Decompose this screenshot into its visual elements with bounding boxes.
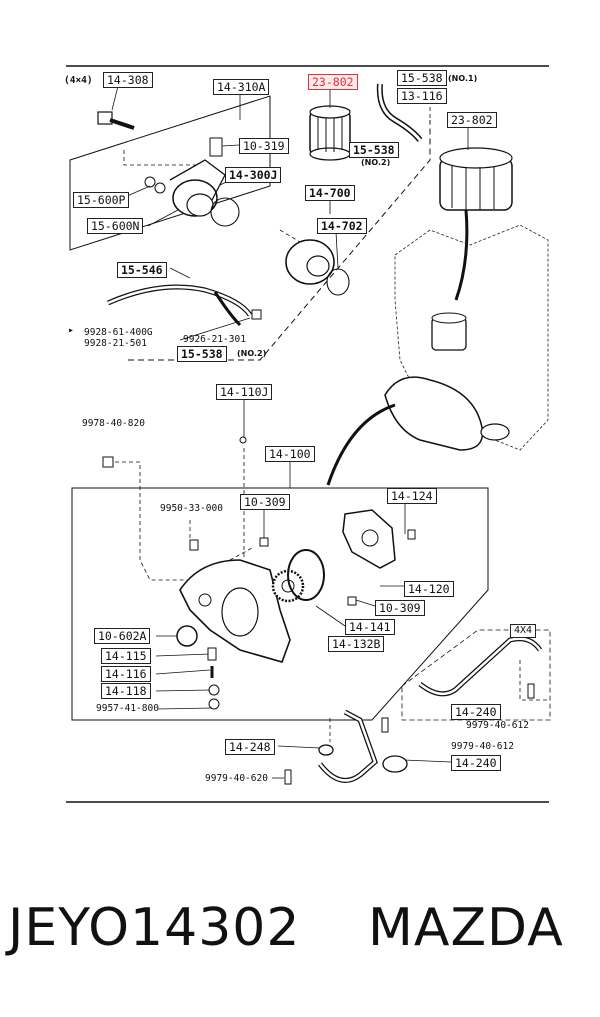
label-14-116: 14-116: [101, 666, 151, 682]
front-cover-part: [179, 559, 291, 663]
note-no1: (NO.1): [448, 74, 478, 83]
part-number: JEYO14302: [8, 898, 301, 958]
label-15-538-no1: 15-538: [397, 70, 447, 86]
part-9979-40-612-upper: 9979-40-612: [466, 720, 529, 731]
label-14-118: 14-118: [101, 683, 151, 699]
label-14-141: 14-141: [345, 619, 395, 635]
label-14-240-lower: 14-240: [451, 755, 501, 771]
label-14-124: 14-124: [387, 488, 437, 504]
label-15-600p: 15-600P: [73, 192, 130, 208]
label-23-802-highlight: 23-802: [308, 74, 358, 90]
part-9979-40-620: 9979-40-620: [205, 773, 268, 784]
label-14-100: 14-100: [265, 446, 315, 462]
label-15-538-no2-bottom: 15-538: [177, 346, 227, 362]
engine-block-outline: [394, 224, 549, 451]
label-15-538-no2-top: 15-538: [349, 142, 399, 158]
label-14-120: 14-120: [404, 581, 454, 597]
label-14-702: 14-702: [317, 218, 367, 234]
gasket-ring: [287, 549, 325, 601]
part-9979-40-612-lower: 9979-40-612: [451, 741, 514, 752]
note-no2-bottom: (NO.2): [237, 349, 267, 358]
engine-pump-housing: [384, 376, 484, 451]
label-14-308: 14-308: [103, 72, 153, 88]
label-4x4-strainer: 4X4: [510, 624, 537, 638]
label-14-310a: 14-310A: [213, 79, 270, 95]
arrow-icon: ▸: [68, 325, 75, 336]
label-14-300j: 14-300J: [225, 167, 282, 183]
caption: JEYO14302 MAZDA: [0, 898, 600, 978]
label-10-602a: 10-602A: [94, 628, 151, 644]
bolt-14-308: [97, 111, 135, 130]
oil-filter-small-part: [309, 105, 351, 161]
label-14-700: 14-700: [305, 185, 355, 201]
strainer-frame: [401, 629, 551, 721]
label-10-319: 10-319: [239, 138, 289, 154]
note-no2-top: (NO.2): [361, 158, 391, 167]
label-14-115: 14-115: [101, 648, 151, 664]
label-14-248: 14-248: [225, 739, 275, 755]
part-9950-33-000: 9950-33-000: [160, 503, 223, 514]
engine-filter-part: [431, 312, 467, 351]
label-14-132b: 14-132B: [328, 636, 385, 652]
label-23-802: 23-802: [447, 112, 497, 128]
oil-cooler-part: [144, 159, 240, 227]
label-14-240-upper: 14-240: [451, 704, 501, 720]
part-9978-40-820: 9978-40-820: [82, 418, 145, 429]
part-9957-41-800: 9957-41-800: [96, 703, 159, 714]
label-10-309-top: 10-309: [240, 494, 290, 510]
part-9926-21-301: 9926-21-301: [183, 334, 246, 345]
brand-name: MAZDA: [368, 898, 564, 958]
label-15-600n: 15-600N: [87, 218, 144, 234]
label-15-546: 15-546: [117, 262, 167, 278]
part-9928-61-400g: 9928-61-400G: [84, 327, 153, 338]
label-13-116: 13-116: [397, 88, 447, 104]
oil-pump-part: [285, 239, 350, 296]
parts-diagram: [66, 65, 551, 803]
label-14-110j: 14-110J: [216, 384, 273, 400]
oil-cooler-frame: [69, 95, 271, 251]
cover-plate-part: [342, 509, 396, 569]
part-9928-21-501: 9928-21-501: [84, 338, 147, 349]
note-4x4: (4×4): [64, 75, 93, 86]
label-10-309-bottom: 10-309: [375, 600, 425, 616]
oil-filter-large-part: [439, 147, 513, 211]
